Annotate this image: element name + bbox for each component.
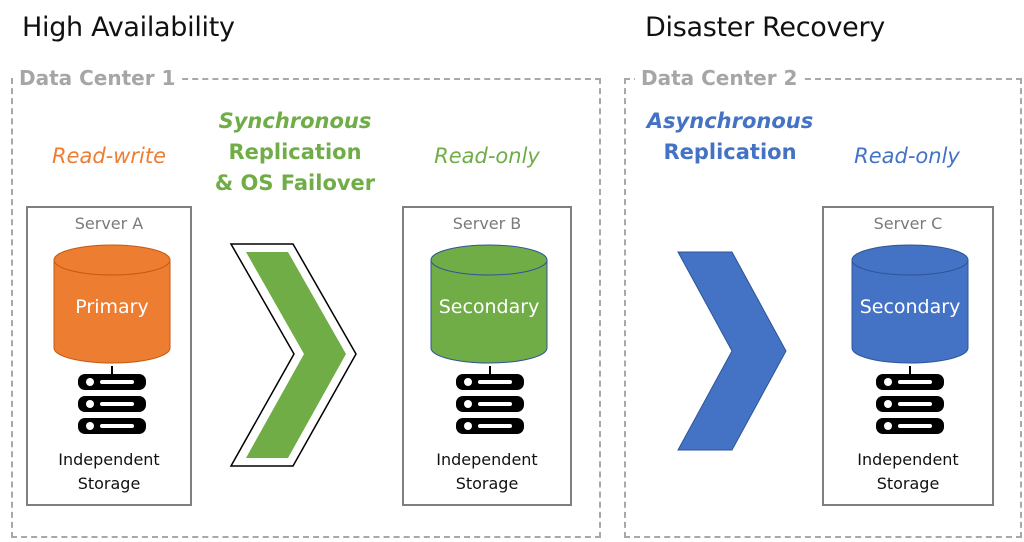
secondary-database-icon: Secondary — [850, 244, 970, 366]
server-c-storage-label: Independent Storage — [824, 448, 992, 496]
server-a-box: Server A Primary Independent Storage — [26, 206, 192, 506]
storage-line-2: Storage — [455, 474, 519, 493]
server-b-role: Read-only — [434, 144, 540, 168]
async-replication-label: Asynchronous Replication — [630, 106, 830, 168]
secondary-database-icon: Secondary — [429, 244, 549, 366]
data-center-1-box — [11, 78, 601, 538]
sync-replication-label: Synchronous Replication & OS Failover — [200, 106, 390, 199]
server-b-box: Server B Secondary Independent Storage — [402, 206, 572, 506]
sync-replication-chevron-icon — [228, 242, 360, 468]
primary-database-icon: Primary — [52, 244, 172, 366]
server-a-storage-label: Independent Storage — [28, 448, 190, 496]
server-a-title: Server A — [74, 214, 144, 233]
server-c-box: Server C Secondary Independent Storage — [822, 206, 994, 506]
async-replication-line-1: Asynchronous — [646, 109, 814, 133]
primary-db-label: Primary — [75, 296, 149, 318]
server-b-storage-label: Independent Storage — [404, 448, 570, 496]
server-c-title: Server C — [873, 214, 943, 233]
data-center-1-label: Data Center 1 — [13, 66, 182, 90]
secondary-db-label: Secondary — [859, 296, 961, 318]
storage-line-1: Independent — [857, 450, 959, 469]
storage-line-2: Storage — [876, 474, 940, 493]
server-rack-icon — [74, 366, 150, 442]
storage-line-1: Independent — [58, 450, 160, 469]
sync-replication-line-1: Synchronous — [218, 109, 372, 133]
storage-line-1: Independent — [436, 450, 538, 469]
server-rack-icon — [872, 366, 948, 442]
server-b-title: Server B — [452, 214, 522, 233]
high-availability-heading: High Availability — [22, 12, 235, 43]
sync-replication-line-2: Replication — [228, 140, 362, 164]
server-rack-icon — [452, 366, 528, 442]
async-replication-line-2: Replication — [663, 140, 797, 164]
data-center-2-box — [624, 78, 1022, 538]
sync-replication-line-3: & OS Failover — [214, 171, 376, 195]
disaster-recovery-heading: Disaster Recovery — [645, 12, 885, 43]
server-a-role: Read-write — [51, 144, 167, 168]
secondary-db-label: Secondary — [438, 296, 540, 318]
storage-line-2: Storage — [77, 474, 141, 493]
async-replication-chevron-icon — [676, 250, 788, 452]
server-c-role: Read-only — [854, 144, 960, 168]
data-center-2-label: Data Center 2 — [635, 66, 804, 90]
